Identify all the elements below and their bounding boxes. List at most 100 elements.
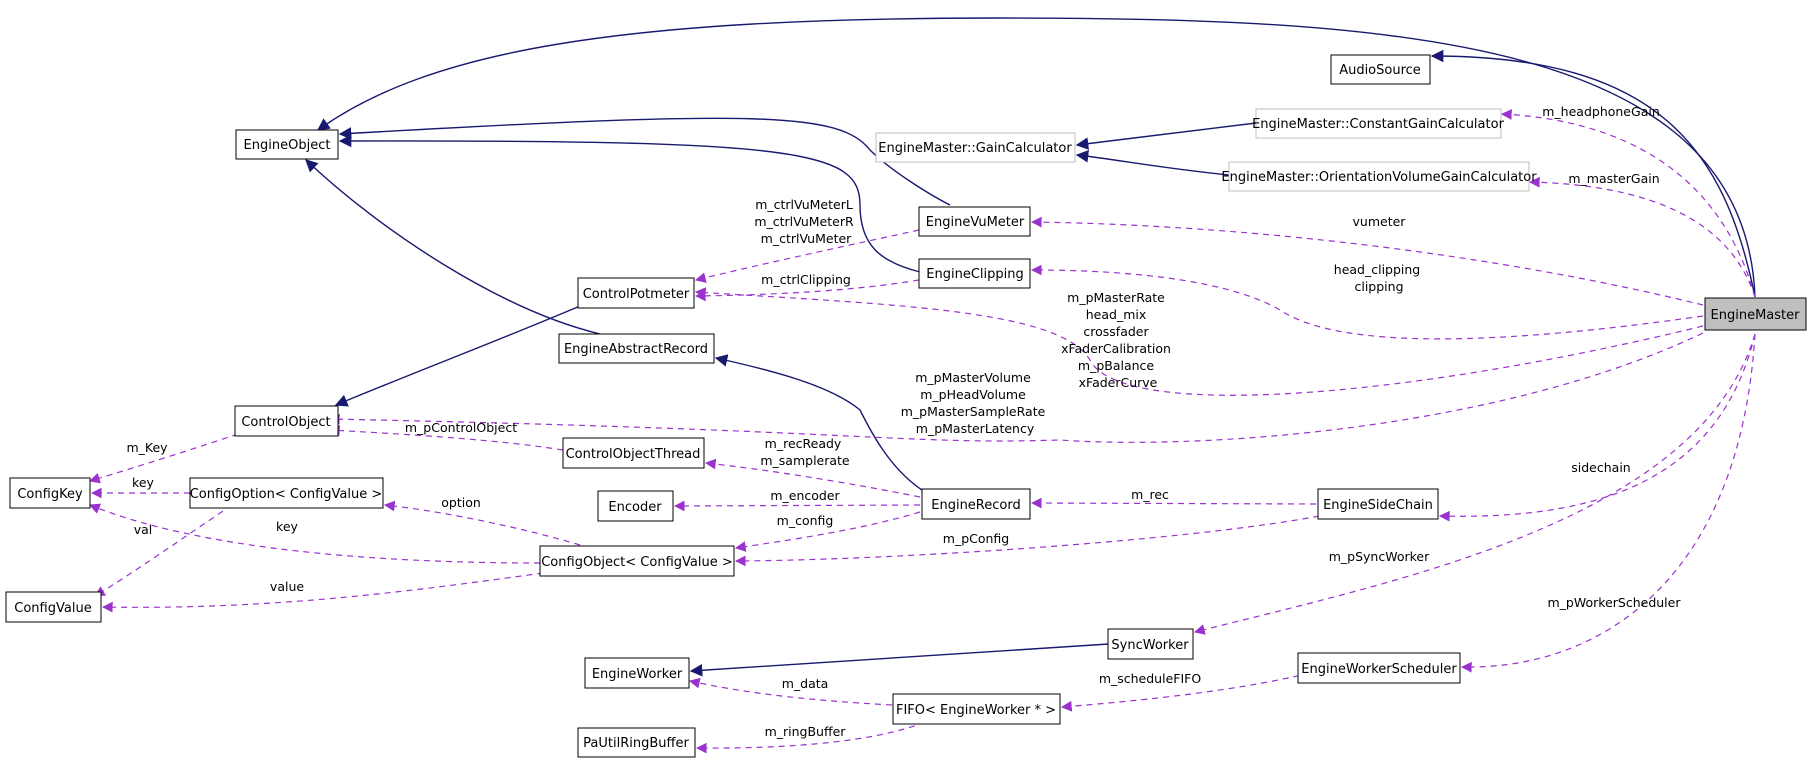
node-configobject[interactable]: ConfigObject< ConfigValue > — [539, 545, 735, 577]
label-mastergain: m_masterGain — [1568, 171, 1659, 186]
edge-value — [101, 569, 566, 613]
svg-text:Encoder: Encoder — [608, 500, 662, 515]
svg-text:AudioSource: AudioSource — [1339, 63, 1421, 78]
node-engineworker[interactable]: EngineWorker — [584, 657, 690, 689]
label-sidechain: sidechain — [1571, 460, 1630, 475]
label-val: val — [134, 522, 153, 537]
svg-text:EngineVuMeter: EngineVuMeter — [926, 215, 1025, 230]
label-encoder: m_encoder — [770, 488, 840, 503]
node-engineobject[interactable]: EngineObject — [235, 129, 339, 160]
label-syncworker: m_pSyncWorker — [1329, 549, 1430, 564]
nodes: EngineMaster AudioSource EngineObject En… — [5, 54, 1807, 758]
label-pcontrolobject: m_pControlObject — [405, 420, 517, 435]
node-engineclipping[interactable]: EngineClipping — [918, 258, 1031, 289]
svg-text:ConfigValue: ConfigValue — [14, 601, 91, 616]
edge-vumeter-engineobject — [338, 117, 951, 206]
edge-abstractrecord-engineobject — [305, 159, 601, 335]
edge-mkey — [88, 433, 239, 484]
edge-clipping — [1030, 264, 1704, 340]
label-clipping: head_clipping clipping — [1334, 262, 1424, 294]
edge-enginemaster-engineobject — [316, 17, 1756, 298]
edge-ctrlclipping — [694, 279, 920, 302]
node-encoder[interactable]: Encoder — [597, 490, 674, 522]
edge-labels: m_headphoneGain m_masterGain vumeter hea… — [126, 104, 1681, 739]
edge-clipping-engineobject — [338, 134, 921, 273]
edge-workerscheduler — [1460, 333, 1756, 673]
edge-mastervolume — [328, 332, 1704, 443]
label-masterrate: m_pMasterRate head_mix crossfader xFader… — [1061, 290, 1175, 390]
edge-val — [94, 504, 233, 597]
edge-mrec — [1030, 497, 1317, 509]
svg-text:EngineMaster: EngineMaster — [1711, 308, 1801, 323]
label-ctrlvumeter: m_ctrlVuMeterL m_ctrlVuMeterR m_ctrlVuMe… — [754, 197, 857, 246]
svg-text:EngineClipping: EngineClipping — [926, 267, 1023, 282]
svg-text:EngineAbstractRecord: EngineAbstractRecord — [564, 342, 708, 357]
edge-pconfig — [734, 513, 1331, 567]
node-enginerecord[interactable]: EngineRecord — [921, 488, 1031, 520]
edge-potmeter-controlobject — [334, 305, 581, 407]
svg-text:ConfigObject< ConfigValue >: ConfigObject< ConfigValue > — [541, 555, 733, 570]
node-configvalue[interactable]: ConfigValue — [5, 591, 102, 623]
edge-enginerecord-abstractrecord — [714, 354, 926, 493]
label-vumeter: vumeter — [1353, 214, 1407, 229]
node-enginevumeter[interactable]: EngineVuMeter — [918, 206, 1031, 237]
label-option: option — [441, 495, 481, 510]
label-recready: m_recReady m_samplerate — [760, 436, 850, 468]
node-enginemaster[interactable]: EngineMaster — [1704, 297, 1807, 331]
node-pautilringbuffer[interactable]: PaUtilRingBuffer — [577, 727, 696, 758]
label-value: value — [270, 579, 304, 594]
svg-text:ControlObject: ControlObject — [241, 415, 330, 430]
node-engineabstractrecord[interactable]: EngineAbstractRecord — [558, 333, 715, 364]
label-headphonegain: m_headphoneGain — [1542, 104, 1660, 119]
node-engineworkerscheduler[interactable]: EngineWorkerScheduler — [1297, 652, 1461, 684]
node-constantgaincalculator[interactable]: EngineMaster::ConstantGainCalculator — [1252, 108, 1505, 139]
svg-text:PaUtilRingBuffer: PaUtilRingBuffer — [583, 736, 689, 751]
inheritance-edges — [305, 17, 1756, 677]
node-controlpotmeter[interactable]: ControlPotmeter — [577, 277, 695, 309]
edge-orientationgain-gaincalculator — [1075, 150, 1230, 176]
label-key-object: key — [276, 519, 298, 534]
label-key-option: key — [132, 475, 154, 490]
node-audiosource[interactable]: AudioSource — [1330, 54, 1431, 85]
label-mdata: m_data — [782, 676, 829, 691]
edge-encoder — [673, 500, 921, 512]
edge-syncworker — [1193, 333, 1756, 635]
edge-recready — [704, 458, 921, 498]
svg-text:EngineMaster::GainCalculator: EngineMaster::GainCalculator — [878, 141, 1072, 156]
node-orientationgaincalculator[interactable]: EngineMaster::OrientationVolumeGainCalcu… — [1221, 161, 1537, 192]
label-workerscheduler: m_pWorkerScheduler — [1548, 595, 1682, 610]
label-mkey: m_Key — [126, 440, 168, 455]
label-ringbuffer: m_ringBuffer — [765, 724, 847, 739]
node-enginesidechain[interactable]: EngineSideChain — [1317, 488, 1439, 520]
label-mastervolume: m_pMasterVolume m_pHeadVolume m_pMasterS… — [901, 370, 1050, 436]
label-config: m_config — [777, 513, 834, 528]
node-configoption[interactable]: ConfigOption< ConfigValue > — [189, 477, 384, 509]
node-controlobjectthread[interactable]: ControlObjectThread — [562, 437, 705, 469]
svg-text:EngineWorker: EngineWorker — [592, 667, 683, 682]
edge-enginemaster-audiosource — [1430, 49, 1756, 298]
node-controlobject[interactable]: ControlObject — [234, 405, 339, 437]
node-configkey[interactable]: ConfigKey — [9, 477, 91, 509]
svg-text:EngineWorkerScheduler: EngineWorkerScheduler — [1301, 662, 1457, 677]
node-fifo[interactable]: FIFO< EngineWorker * > — [892, 693, 1061, 725]
svg-text:ControlPotmeter: ControlPotmeter — [583, 287, 690, 302]
node-syncworker[interactable]: SyncWorker — [1107, 628, 1194, 660]
node-gaincalculator[interactable]: EngineMaster::GainCalculator — [875, 132, 1076, 163]
edge-sidechain — [1438, 333, 1756, 522]
edge-vumeter — [1030, 216, 1704, 306]
svg-text:EngineRecord: EngineRecord — [931, 498, 1020, 513]
edge-headphonegain — [1500, 109, 1756, 298]
usage-edges — [88, 109, 1756, 754]
label-ctrlclipping: m_ctrlClipping — [761, 272, 851, 287]
edge-config — [734, 511, 921, 552]
svg-text:SyncWorker: SyncWorker — [1111, 638, 1189, 653]
edge-schedulefifo — [1060, 672, 1311, 712]
svg-text:EngineMaster::ConstantGainCalc: EngineMaster::ConstantGainCalculator — [1252, 117, 1504, 132]
svg-text:EngineMaster::OrientationVolum: EngineMaster::OrientationVolumeGainCalcu… — [1221, 170, 1537, 185]
edge-mastergain — [1528, 176, 1756, 298]
label-mrec: m_rec — [1131, 487, 1169, 502]
svg-text:ConfigOption< ConfigValue >: ConfigOption< ConfigValue > — [190, 487, 383, 502]
label-pconfig: m_pConfig — [943, 531, 1009, 546]
edge-masterrate — [694, 287, 1704, 396]
